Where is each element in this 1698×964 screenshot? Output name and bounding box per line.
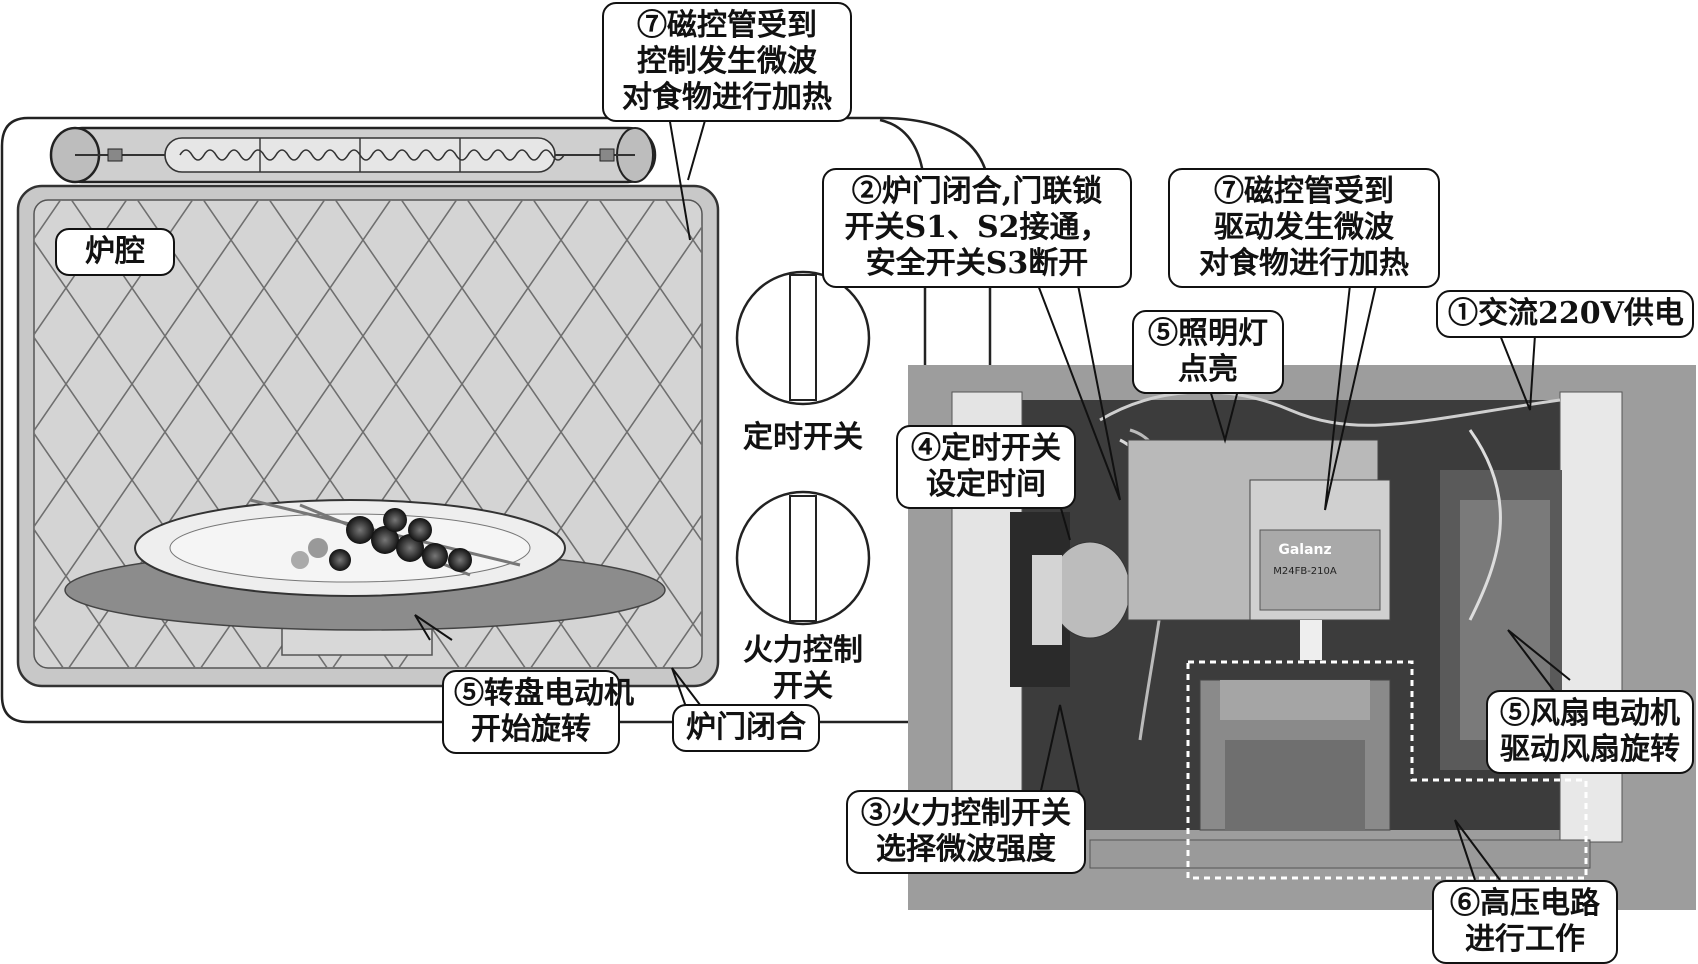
callout-door-interlock: ②炉门闭合,门联锁 开关S1、S2接通， 安全开关S3断开	[822, 168, 1132, 288]
callout-door-closed: 炉门闭合	[672, 704, 820, 752]
timer-switch-label: 定时开关	[743, 420, 863, 455]
power-switch-label-1: 火力控制	[743, 633, 863, 668]
turntable	[64, 498, 666, 656]
pointer-lines	[414, 109, 1571, 881]
magnetron-photo: Galanz M24FB-210A	[1127, 439, 1391, 660]
callout-power-select: ③火力控制开关 选择微波强度	[846, 790, 1086, 874]
magnetron-brand: Galanz	[1278, 542, 1331, 558]
internal-photo: Galanz M24FB-210A	[908, 365, 1696, 910]
power-switch-label-2: 开关	[773, 669, 833, 704]
oven-schematic	[0, 116, 992, 724]
magnetron-model: M24FB-210A	[1273, 566, 1337, 577]
hv-dashed-box	[1186, 660, 1588, 880]
callout-fan-motor: ⑤风扇电动机 驱动风扇旋转	[1486, 690, 1694, 774]
magnetron-tube	[49, 126, 657, 184]
callout-cavity: 炉腔	[55, 228, 175, 276]
power-switch-dial	[735, 490, 871, 626]
callout-magnetron-right: ⑦磁控管受到 驱动发生微波 对食物进行加热	[1168, 168, 1440, 288]
transformer-photo	[1199, 679, 1391, 831]
callout-magnetron-left: ⑦磁控管受到 控制发生微波 对食物进行加热	[602, 2, 852, 122]
callout-hv-circuit: ⑥高压电路 进行工作	[1432, 880, 1618, 964]
callout-turntable-motor: ⑤转盘电动机 开始旋转	[442, 670, 634, 754]
food-skewers	[249, 498, 521, 577]
callout-lamp: ⑤照明灯 点亮	[1132, 310, 1284, 394]
callout-timer-set: ④定时开关 设定时间	[896, 425, 1076, 509]
callout-ac-power: ①交流220V供电	[1436, 290, 1694, 338]
timer-switch-dial	[735, 270, 871, 406]
